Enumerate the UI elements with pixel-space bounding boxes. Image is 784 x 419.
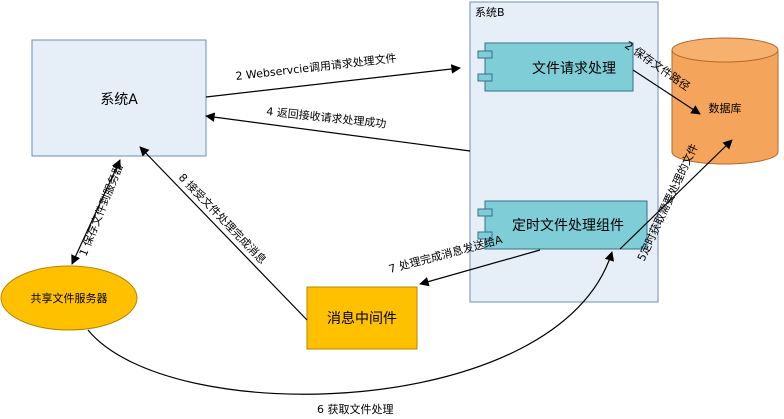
edge-6-line (87, 251, 615, 395)
timer-component-label: 定时文件处理组件 (512, 218, 624, 234)
edge-2a-line (205, 64, 461, 98)
component-port-icon (477, 73, 493, 82)
component-port-icon (477, 231, 493, 240)
component-port-icon (477, 50, 493, 59)
file-server-label: 共享文件服务器 (31, 291, 108, 305)
edge-1-line (71, 159, 121, 265)
edge-4-line (205, 112, 471, 152)
edge-2b-line (632, 69, 701, 115)
edge-8-line (139, 146, 308, 321)
edge-6-label: 6 获取文件处理 (317, 402, 394, 416)
edge-1-label: 1 保存文件到服务器 (76, 162, 126, 259)
system-b-label: 系统B (475, 6, 505, 19)
edge-8-label: 8 接受文件处理完成消息 (176, 170, 270, 266)
timer-component: 定时文件处理组件 (477, 200, 648, 250)
database-label: 数据库 (709, 101, 742, 115)
file-server-node: 共享文件服务器 (0, 265, 138, 331)
system-a-node: 系统A (31, 39, 207, 157)
file-request-label: 文件请求处理 (532, 61, 616, 77)
message-middleware-label: 消息中间件 (327, 310, 397, 327)
database-node: 数据库 (671, 37, 779, 165)
file-request-component: 文件请求处理 (477, 42, 634, 92)
edge-7-line (419, 249, 541, 287)
edge-5-line (619, 139, 733, 250)
system-a-label: 系统A (100, 92, 138, 108)
component-port-icon (477, 208, 493, 217)
message-middleware-node: 消息中间件 (306, 286, 418, 350)
